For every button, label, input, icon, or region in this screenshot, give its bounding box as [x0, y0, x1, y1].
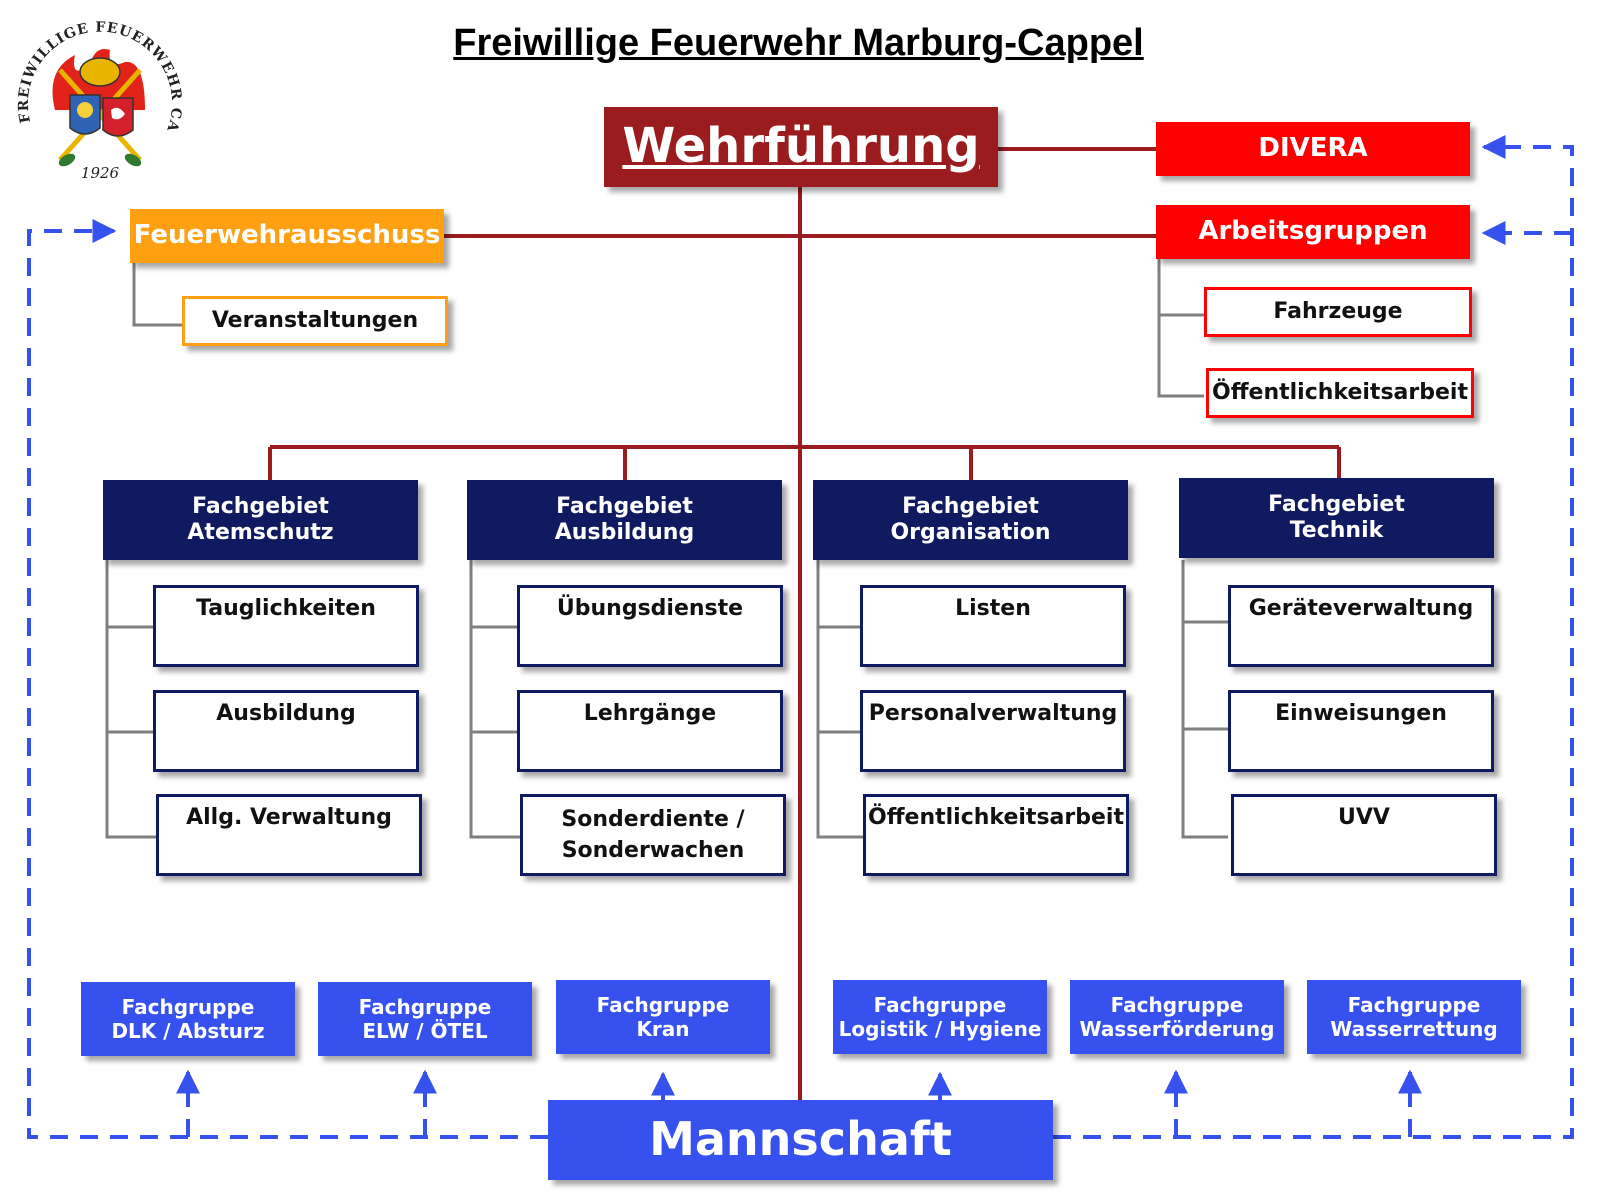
- fire-department-logo: FREIWILLIGE FEUERWEHR CAPPEL 1926: [9, 0, 185, 185]
- committee-label: Feuerwehrausschuss: [133, 220, 441, 251]
- department-item: Übungsdienste: [517, 585, 783, 667]
- committee-item: Veranstaltungen: [182, 296, 448, 346]
- specialist-group-box: Fachgruppe ELW / ÖTEL: [318, 982, 532, 1056]
- committee-box: Feuerwehrausschuss: [130, 209, 444, 263]
- crew-label: Mannschaft: [649, 1112, 952, 1167]
- department-item: Tauglichkeiten: [153, 585, 419, 667]
- specialist-group-box: Fachgruppe DLK / Absturz: [81, 982, 295, 1056]
- specialist-group-box: Fachgruppe Kran: [556, 980, 770, 1054]
- specialist-group-box: Fachgruppe Wasserrettung: [1307, 980, 1521, 1054]
- crew-box: Mannschaft: [548, 1100, 1053, 1180]
- working-groups-label: Arbeitsgruppen: [1198, 216, 1428, 247]
- crew-solid-connectors: [651, 1071, 952, 1100]
- divera-label: DIVERA: [1258, 133, 1368, 164]
- specialist-group-box: Fachgruppe Logistik / Hygiene: [833, 980, 1047, 1054]
- department-item: Ausbildung: [153, 690, 419, 772]
- working-groups-box: Arbeitsgruppen: [1156, 205, 1470, 259]
- department-item: Einweisungen: [1228, 690, 1494, 772]
- department-item: Lehrgänge: [517, 690, 783, 772]
- svg-text:1926: 1926: [81, 164, 120, 182]
- department-header-ausbildung: Fachgebiet Ausbildung: [467, 480, 782, 560]
- department-item: Listen: [860, 585, 1126, 667]
- leadership-connectors: [268, 147, 1341, 1100]
- department-header-atemschutz: Fachgebiet Atemschutz: [103, 480, 418, 560]
- fire-department-crest-icon: FREIWILLIGE FEUERWEHR CAPPEL 1926: [9, 0, 183, 182]
- specialist-group-box: Fachgruppe Wasserförderung: [1070, 980, 1284, 1054]
- department-header-technik: Fachgebiet Technik: [1179, 478, 1494, 558]
- department-item: Öffentlichkeitsarbeit: [863, 794, 1129, 876]
- page-title: Freiwillige Feuerwehr Marburg-Cappel: [453, 22, 1144, 64]
- department-item: Personalverwaltung: [860, 690, 1126, 772]
- department-item: Allg. Verwaltung: [156, 794, 422, 876]
- working-group-item: Fahrzeuge: [1204, 287, 1472, 337]
- department-item: Sonderdiente / Sonderwachen: [520, 794, 786, 876]
- department-item: Geräteverwaltung: [1228, 585, 1494, 667]
- department-header-organisation: Fachgebiet Organisation: [813, 480, 1128, 560]
- department-item: UVV: [1231, 794, 1497, 876]
- leadership-box: Wehrführung: [604, 107, 998, 187]
- divera-box: DIVERA: [1156, 122, 1470, 176]
- sub-item-connectors: [105, 258, 1228, 839]
- working-group-item: Öffentlichkeitsarbeit: [1206, 368, 1474, 418]
- leadership-label: Wehrführung: [622, 118, 980, 175]
- crew-dashed-connectors: [27, 135, 1574, 1139]
